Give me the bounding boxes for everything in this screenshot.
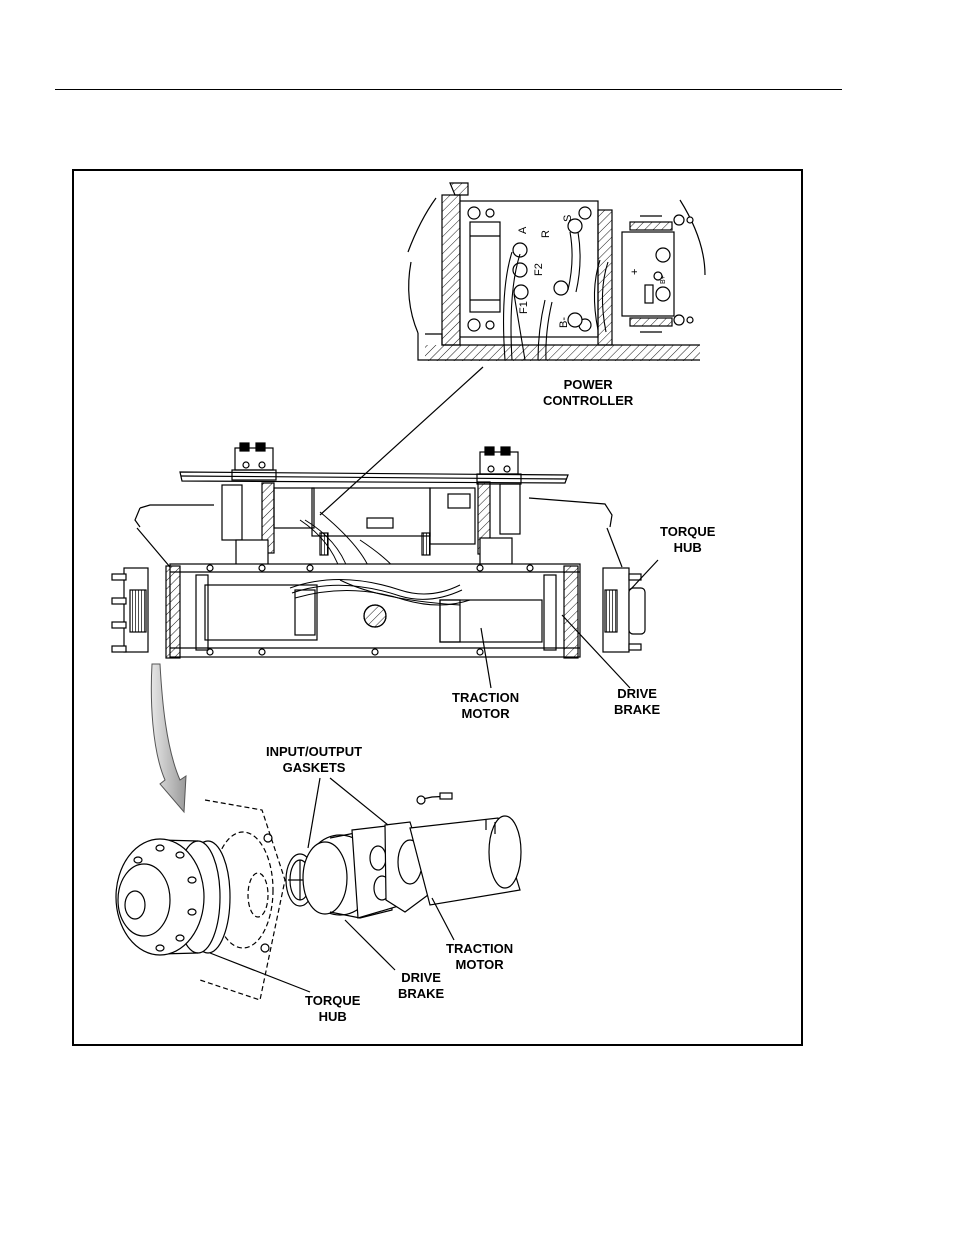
power-controller-leader bbox=[320, 367, 483, 515]
terminal-f2-label: F2 bbox=[533, 263, 545, 276]
callout-line: TRACTION bbox=[446, 941, 513, 957]
detail-arrow bbox=[151, 664, 186, 812]
gaskets-leader-2 bbox=[330, 778, 388, 825]
drive-brake-bottom-leader bbox=[345, 920, 395, 970]
terminal-r-label: R bbox=[540, 230, 552, 238]
callout-traction-motor-top: TRACTION MOTOR bbox=[452, 690, 519, 722]
callout-power-controller: POWER CONTROLLER bbox=[543, 377, 633, 409]
callout-gaskets: INPUT/OUTPUT GASKETS bbox=[266, 744, 362, 776]
callout-drive-brake-bottom: DRIVE BRAKE bbox=[398, 970, 444, 1002]
left-valve-block bbox=[232, 443, 276, 480]
callout-line: TORQUE bbox=[305, 993, 360, 1009]
callout-traction-motor-bottom: TRACTION MOTOR bbox=[446, 941, 513, 973]
drive-assembly bbox=[112, 443, 645, 658]
gaskets-leader-1 bbox=[308, 778, 320, 848]
callout-line: HUB bbox=[305, 1009, 360, 1025]
callout-line: INPUT/OUTPUT bbox=[266, 744, 362, 760]
callout-line: BRAKE bbox=[614, 702, 660, 718]
terminal-a-label: A bbox=[517, 226, 529, 234]
callout-drive-brake-top: DRIVE BRAKE bbox=[614, 686, 660, 718]
callout-line: MOTOR bbox=[446, 957, 513, 973]
callout-line: POWER bbox=[543, 377, 633, 393]
callout-line: CONTROLLER bbox=[543, 393, 633, 409]
terminal-b-minus-label: B- bbox=[558, 317, 570, 328]
terminal-plus-label: + bbox=[629, 269, 641, 275]
callout-line: HUB bbox=[660, 540, 715, 556]
terminal-f1-label: F1 bbox=[518, 301, 530, 314]
terminal-s-label: S bbox=[562, 215, 574, 222]
callout-torque-hub-top: TORQUE HUB bbox=[660, 524, 715, 556]
callout-line: DRIVE bbox=[614, 686, 660, 702]
callout-line: MOTOR bbox=[452, 706, 519, 722]
callout-line: BRAKE bbox=[398, 986, 444, 1002]
traction-motor-bottom-leader bbox=[432, 898, 454, 940]
terminal-b-plus-label: B+ bbox=[660, 275, 667, 284]
callout-line: TORQUE bbox=[660, 524, 715, 540]
callout-torque-hub-bottom: TORQUE HUB bbox=[305, 993, 360, 1025]
torque-hub-bottom-leader bbox=[210, 953, 310, 992]
callout-line: DRIVE bbox=[398, 970, 444, 986]
power-controller-detail: A R S F2 F1 B- + B+ bbox=[408, 183, 705, 361]
callout-line: GASKETS bbox=[266, 760, 362, 776]
callout-line: TRACTION bbox=[452, 690, 519, 706]
